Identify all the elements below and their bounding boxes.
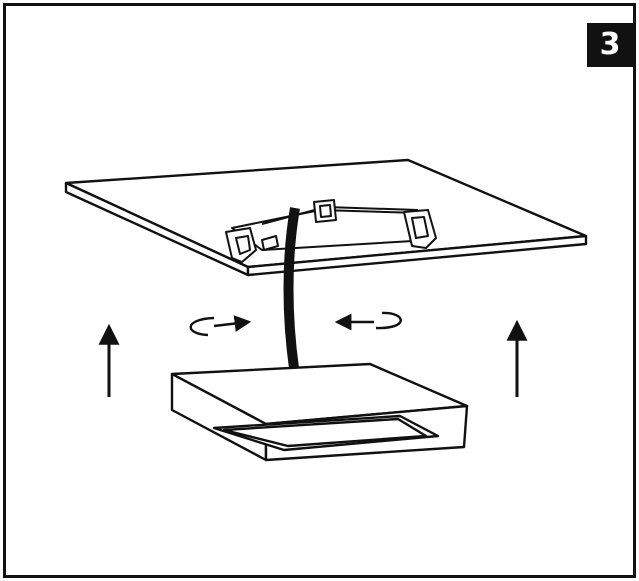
step-number-badge: 3 <box>587 23 633 67</box>
mounting-bracket <box>225 199 437 263</box>
curved-arrow-icon <box>189 315 252 337</box>
diagram-frame: 3 <box>3 3 636 578</box>
ceiling-lamp <box>170 362 469 462</box>
step-number: 3 <box>599 27 621 62</box>
curved-arrow-icon <box>334 311 402 331</box>
power-cable <box>283 207 300 369</box>
